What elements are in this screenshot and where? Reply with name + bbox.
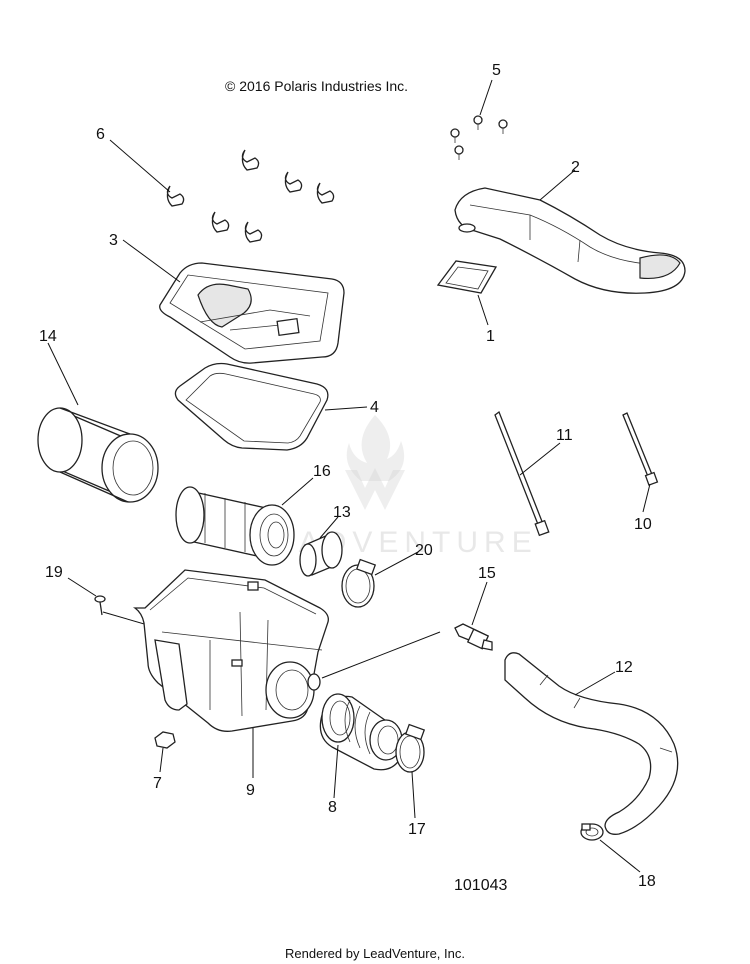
part-4-seal[interactable] [174, 362, 329, 451]
part-7-nut[interactable] [154, 731, 176, 749]
leader-13 [319, 516, 339, 539]
watermark-logo [345, 415, 405, 510]
callout-6[interactable]: 6 [96, 126, 105, 143]
part-10-cable-tie[interactable] [622, 412, 659, 486]
leader-20 [374, 551, 419, 576]
part-5-screws[interactable] [450, 115, 508, 160]
callout-17[interactable]: 17 [408, 821, 426, 838]
leader-8 [333, 744, 339, 799]
part-18-hose-clamp[interactable] [580, 823, 604, 841]
callout-1[interactable]: 1 [486, 328, 495, 345]
callout-8[interactable]: 8 [328, 799, 337, 816]
footer-credit: Rendered by LeadVenture, Inc. [285, 946, 465, 961]
leader-2 [539, 169, 576, 201]
leader-16 [281, 477, 314, 506]
part-6-clips[interactable] [166, 149, 335, 243]
callout-labels: 1 2 3 4 5 6 7 8 9 10 11 12 13 14 15 16 1… [39, 62, 656, 890]
callout-16[interactable]: 16 [313, 463, 331, 480]
part-13-collar[interactable] [299, 531, 343, 577]
leader-7 [159, 747, 164, 773]
leader-11 [519, 442, 561, 476]
callout-13[interactable]: 13 [333, 504, 351, 521]
part-2-intake-duct[interactable] [454, 187, 686, 294]
part-19-screw[interactable] [94, 595, 106, 616]
part-12-drain-hose[interactable] [504, 652, 679, 835]
leader-15-b [321, 631, 441, 679]
leader-5 [479, 79, 493, 116]
callout-19[interactable]: 19 [45, 564, 63, 581]
callout-12[interactable]: 12 [615, 659, 633, 676]
part-15-valve-fitting[interactable] [454, 623, 493, 651]
leader-15 [471, 581, 488, 626]
callout-3[interactable]: 3 [109, 232, 118, 249]
callout-14[interactable]: 14 [39, 328, 57, 345]
leader-12 [574, 671, 616, 696]
callout-15[interactable]: 15 [478, 565, 496, 582]
diagram-number: 101043 [454, 877, 507, 894]
callout-2[interactable]: 2 [571, 159, 580, 176]
part-8-boot[interactable] [319, 693, 404, 771]
part-3-airbox-cover[interactable] [159, 262, 345, 364]
watermark-text: LEADVENTURE [250, 526, 538, 559]
part-16-filter-element[interactable] [175, 486, 295, 566]
leader-6 [109, 139, 171, 193]
part-17-clamp[interactable] [395, 723, 426, 773]
callout-9[interactable]: 9 [246, 782, 255, 799]
callout-20[interactable]: 20 [415, 542, 433, 559]
leader-1 [477, 294, 489, 326]
part-20-clamp[interactable] [341, 558, 377, 608]
leader-19-a [67, 577, 97, 597]
part-14-pre-filter[interactable] [37, 407, 159, 503]
callout-7[interactable]: 7 [153, 775, 162, 792]
callout-11[interactable]: 11 [556, 427, 573, 444]
callout-10[interactable]: 10 [634, 516, 652, 533]
copyright-text: © 2016 Polaris Industries Inc. [225, 78, 408, 94]
leader-4 [324, 406, 368, 411]
callout-5[interactable]: 5 [492, 62, 501, 79]
part-9-airbox-base[interactable] [132, 569, 329, 732]
leader-3 [122, 239, 181, 283]
callout-4[interactable]: 4 [370, 399, 379, 416]
leader-10 [642, 483, 651, 513]
leader-17 [411, 771, 416, 819]
leader-18 [599, 839, 641, 873]
leader-14 [47, 342, 79, 406]
part-11-cable-tie[interactable] [494, 410, 550, 537]
part-1-gasket-plate[interactable] [436, 260, 498, 294]
callout-18[interactable]: 18 [638, 873, 656, 890]
